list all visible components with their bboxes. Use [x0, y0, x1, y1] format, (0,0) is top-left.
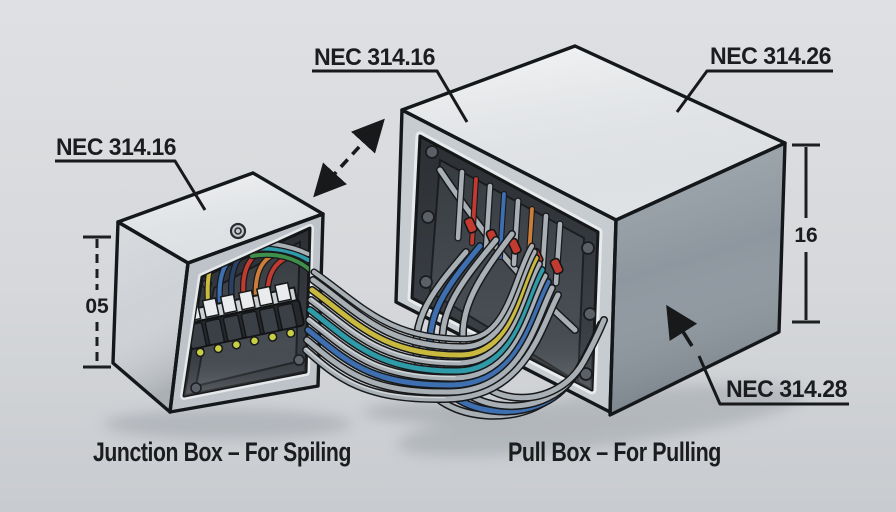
junction-nec-text: NEC 314.16 [56, 134, 176, 161]
junction-caption: Junction Box – For Spiling [93, 437, 351, 467]
pullbox-right-shade [610, 143, 785, 415]
pullbox-height-dimension: 16 [792, 143, 820, 324]
pullbox-side-nec-text: NEC 314.26 [710, 43, 831, 70]
terminal-strip [184, 281, 305, 358]
junction-box-top-shade [118, 173, 323, 263]
pullbox-top-nec-text: NEC 314.16 [314, 44, 435, 71]
pullbox-side-arrow [666, 304, 698, 347]
pullbox-top-shade [402, 46, 785, 220]
junction-height-dimension: 05 [83, 235, 111, 369]
pullbox-height-value: 16 [794, 224, 817, 247]
pullbox-caption: Pull Box – For Pulling [508, 437, 721, 467]
label-pullbox-nec-top: NEC 314.16 [312, 44, 469, 123]
junction-front-outline [168, 212, 325, 414]
junction-box [111, 171, 325, 414]
wire-bundle [302, 242, 562, 404]
pull-box [394, 44, 787, 417]
pullbox-front-outline [394, 108, 618, 414]
junction-interior [184, 228, 310, 396]
dashed-double-arrow [313, 118, 385, 198]
label-pullbox-nec-bottom: NEC 314.28 [697, 355, 849, 406]
label-junction-nec: NEC 314.16 [55, 134, 207, 211]
junction-box-left-shade [113, 222, 188, 412]
pullbox-bottom-nec-text: NEC 314.28 [726, 376, 847, 403]
junction-height-value: 05 [85, 295, 109, 318]
label-pullbox-nec-side: NEC 314.26 [675, 43, 833, 113]
screw-icon [229, 222, 247, 240]
